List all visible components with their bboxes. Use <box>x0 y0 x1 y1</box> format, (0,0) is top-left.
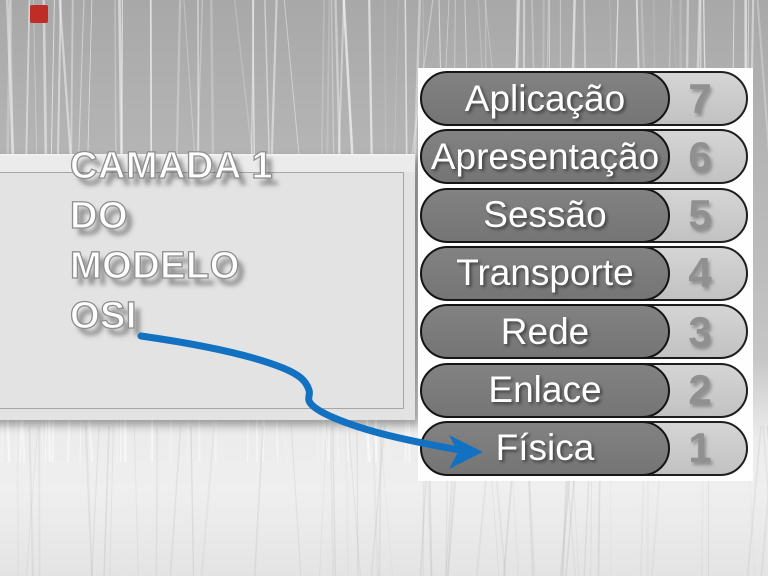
title-panel-topband <box>0 156 415 172</box>
layer-name: Sessão <box>483 194 607 236</box>
osi-layer-row: 2 Enlace <box>418 362 753 419</box>
layer-name-pill: Física <box>420 420 670 476</box>
osi-stack-diagram: 7 Aplicação 6 Apresentação 5 Sessão 4 Tr… <box>418 68 753 481</box>
layer-name: Aplicação <box>464 77 626 119</box>
osi-layer-row: 4 Transporte <box>418 245 753 302</box>
layer-number: 7 <box>688 74 712 122</box>
layer-number: 1 <box>688 424 712 472</box>
layer-name-pill: Transporte <box>420 245 670 301</box>
osi-layer-row: 5 Sessão <box>418 187 753 244</box>
layer-name-pill: Rede <box>420 304 670 360</box>
layer-name: Rede <box>500 310 590 352</box>
osi-layer-row: 3 Rede <box>418 304 753 360</box>
layer-name-pill: Aplicação <box>420 71 670 126</box>
layer-name-pill: Enlace <box>420 362 670 418</box>
layer-name: Física <box>495 427 595 469</box>
layer-name: Enlace <box>488 369 602 410</box>
layer-number: 5 <box>688 191 712 239</box>
layer-name: Apresentação <box>430 135 660 177</box>
layer-name-pill: Sessão <box>420 187 670 243</box>
layer-number: 6 <box>688 132 712 180</box>
layer-number: 4 <box>688 249 712 297</box>
osi-layer-row: 7 Aplicação <box>418 71 753 127</box>
layer-name: Transporte <box>456 252 634 294</box>
title-line-2: DO <box>69 194 128 237</box>
layer-number: 3 <box>688 307 712 355</box>
layer-name-pill: Apresentação <box>420 129 670 185</box>
layer-number: 2 <box>688 366 712 413</box>
title-line-4: OSI <box>69 294 137 337</box>
title-line-1: CAMADA 1 <box>69 144 274 187</box>
osi-layer-row: 1 Física <box>418 420 753 477</box>
osi-layer-row: 6 Apresentação <box>418 129 753 185</box>
slide-title: CAMADA 1 DO MODELO OSI <box>69 141 274 341</box>
red-square-decoration <box>30 5 48 23</box>
title-line-3: MODELO <box>69 244 240 287</box>
